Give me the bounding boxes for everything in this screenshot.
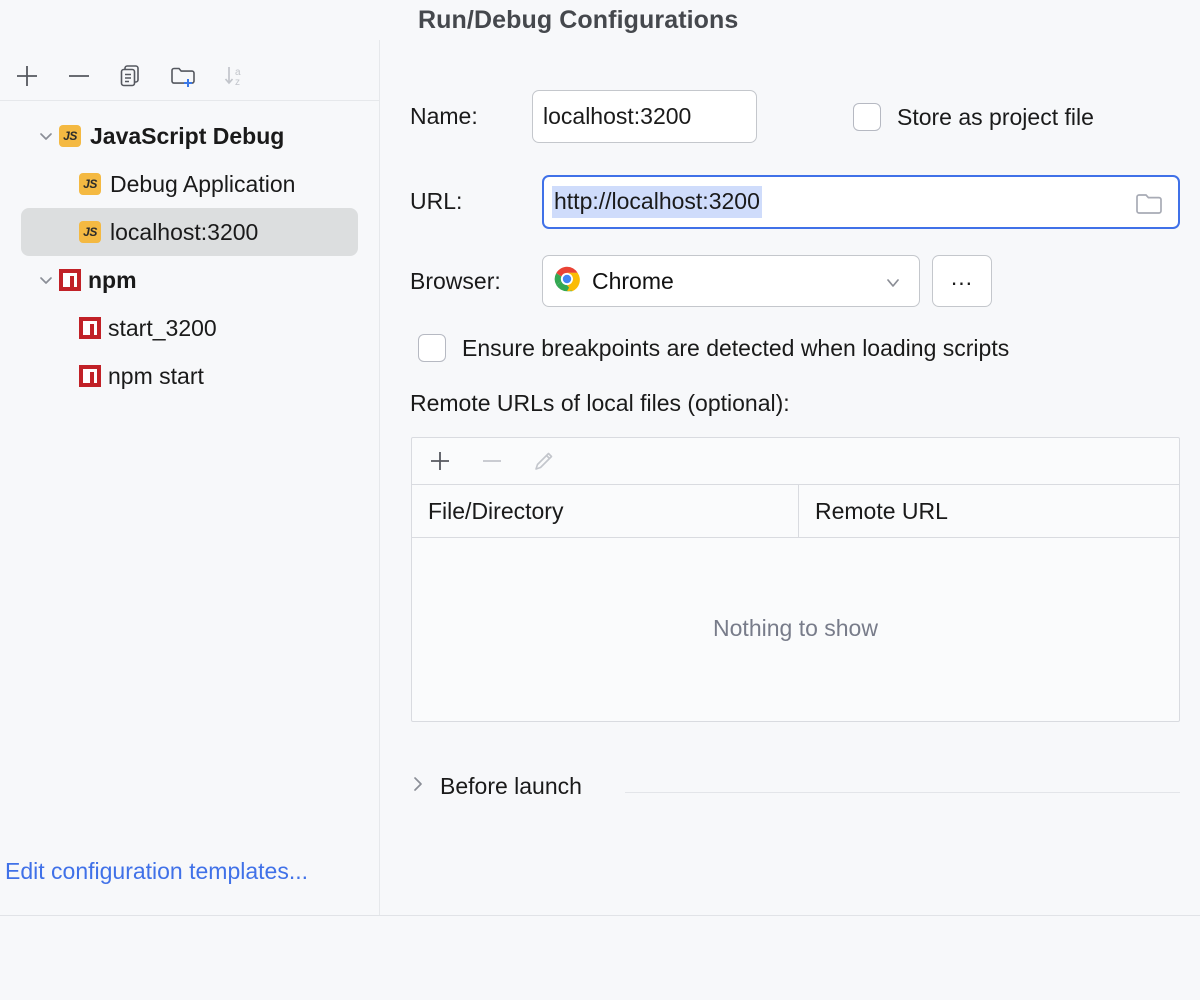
configurations-sidebar — [0, 0, 379, 915]
ensure-breakpoints-checkbox[interactable] — [418, 334, 446, 362]
js-icon: JS — [79, 173, 101, 195]
npm-icon — [79, 317, 101, 339]
tree-item-start-3200[interactable]: start_3200 — [21, 304, 358, 352]
browse-folder-icon[interactable] — [1134, 191, 1164, 222]
name-input-value: localhost:3200 — [543, 103, 692, 129]
url-label: URL: — [410, 188, 463, 214]
tree-item-label: Debug Application — [110, 170, 296, 197]
before-launch-section-toggle[interactable]: Before launch — [410, 773, 582, 800]
remote-urls-toolbar — [412, 438, 1179, 485]
npm-icon — [79, 365, 101, 387]
before-launch-separator — [625, 792, 1180, 793]
tree-item-npm-start[interactable]: npm start — [21, 352, 358, 400]
column-header-remote-url[interactable]: Remote URL — [815, 497, 948, 524]
svg-text:a: a — [235, 67, 241, 78]
tree-item-javascript-debug[interactable]: JS JavaScript Debug — [21, 112, 358, 160]
tree-item-label: npm start — [108, 362, 204, 389]
chevron-down-icon[interactable] — [33, 127, 59, 145]
column-header-file-directory[interactable]: File/Directory — [412, 485, 799, 537]
sidebar-toolbar: a z — [0, 52, 379, 100]
edit-configuration-templates-link[interactable]: Edit configuration templates... — [5, 858, 308, 884]
tree-item-label: localhost:3200 — [110, 218, 259, 245]
dialog-footer: ? Debug Cancel Apply OK — [0, 916, 1200, 1000]
chevron-down-icon[interactable] — [33, 271, 59, 289]
tree-item-label: npm — [88, 266, 137, 293]
tree-item-npm[interactable]: npm — [21, 256, 358, 304]
store-as-project-file-checkbox[interactable] — [853, 103, 881, 131]
add-configuration-button[interactable] — [12, 61, 42, 91]
sidebar-toolbar-separator — [0, 100, 379, 101]
before-launch-label: Before launch — [440, 773, 582, 799]
js-icon: JS — [59, 125, 81, 147]
sidebar-divider — [379, 40, 380, 915]
url-input-value: http://localhost:3200 — [552, 186, 762, 218]
store-as-project-file-label: Store as project file — [897, 103, 1094, 130]
sort-configurations-button[interactable]: a z — [220, 61, 250, 91]
copy-configuration-button[interactable] — [116, 61, 146, 91]
name-label: Name: — [410, 103, 478, 129]
chevron-down-icon[interactable] — [883, 274, 903, 297]
browser-settings-button[interactable]: ... — [932, 255, 992, 307]
ensure-breakpoints-label: Ensure breakpoints are detected when loa… — [462, 334, 1010, 361]
tree-item-label: start_3200 — [108, 314, 217, 341]
url-input[interactable]: http://localhost:3200 — [542, 175, 1180, 229]
configurations-tree: JS JavaScript Debug JS Debug Application… — [0, 112, 379, 400]
browser-select-value: Chrome — [592, 267, 674, 294]
npm-icon — [59, 269, 81, 291]
browser-select[interactable]: Chrome — [542, 255, 920, 307]
footer-separator — [0, 915, 1200, 916]
new-folder-button[interactable] — [168, 61, 198, 91]
page-title: Run/Debug Configurations — [418, 6, 739, 34]
tree-item-label: JavaScript Debug — [90, 122, 285, 149]
remove-configuration-button[interactable] — [64, 61, 94, 91]
name-input[interactable]: localhost:3200 — [532, 90, 757, 143]
remove-remote-url-button[interactable] — [476, 445, 508, 477]
store-as-project-file-row[interactable]: Store as project file — [853, 103, 1094, 131]
remote-urls-empty-message: Nothing to show — [713, 615, 878, 641]
remote-urls-label: Remote URLs of local files (optional): — [410, 390, 790, 416]
configuration-editor-pane: Run/Debug Configurations Name: localhost… — [380, 0, 1200, 915]
edit-remote-url-button[interactable] — [528, 445, 560, 477]
chevron-right-icon[interactable] — [410, 774, 426, 799]
tree-item-debug-application[interactable]: JS Debug Application — [21, 160, 358, 208]
ensure-breakpoints-row[interactable]: Ensure breakpoints are detected when loa… — [418, 334, 1009, 362]
add-remote-url-button[interactable] — [424, 445, 456, 477]
tree-item-localhost-3200[interactable]: JS localhost:3200 — [21, 208, 358, 256]
remote-urls-table: File/Directory Remote URL Nothing to sho… — [411, 437, 1180, 722]
remote-urls-header-row: File/Directory Remote URL — [412, 485, 1179, 538]
chrome-icon — [553, 265, 581, 298]
js-icon: JS — [79, 221, 101, 243]
svg-text:z: z — [235, 77, 240, 88]
browser-label: Browser: — [410, 268, 501, 294]
